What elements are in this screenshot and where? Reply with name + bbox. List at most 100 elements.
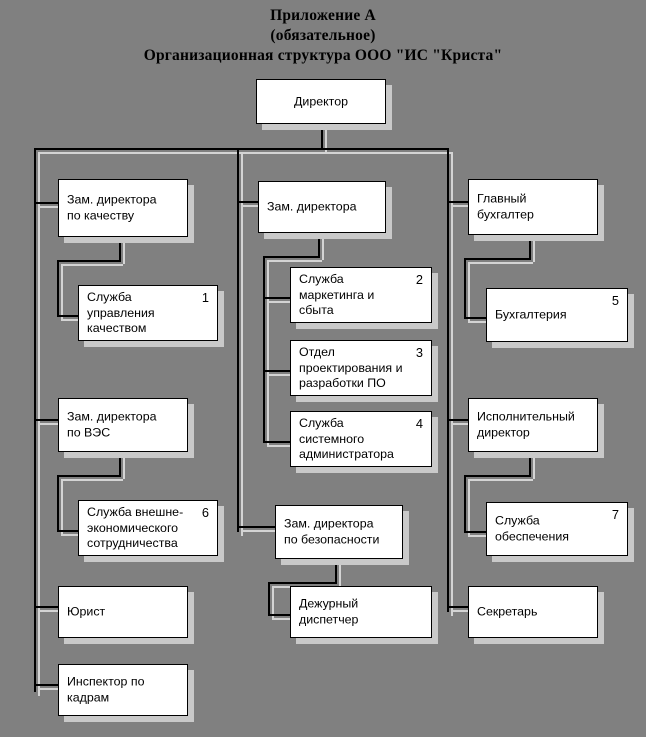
elbow-dep-security-spine-light xyxy=(272,586,274,618)
title-line-appendix: Приложение А xyxy=(270,7,376,24)
node-label: Зам. директора xyxy=(267,199,357,214)
node-label: Зам. директора по качеству xyxy=(67,192,157,223)
stub-lawyer-dark xyxy=(34,606,60,608)
elbow-dep-quality-spine-dark xyxy=(57,260,59,317)
node-number-badge: 4 xyxy=(415,416,423,431)
node-body xyxy=(275,505,403,559)
node-label: Исполнительный директор xyxy=(477,409,575,440)
director-drop-dark xyxy=(321,124,323,148)
org-node-exec-director[interactable]: Исполнительный директор xyxy=(468,398,604,458)
org-node-accounting[interactable]: Бухгалтерия 5 xyxy=(486,288,634,348)
node-number-badge: 2 xyxy=(415,272,423,287)
node-body xyxy=(78,500,218,556)
stub-dep-security-light xyxy=(241,530,279,532)
elbow-dep-security-spine-dark xyxy=(268,582,270,616)
node-label: Зам. директора по ВЭС xyxy=(67,409,157,440)
elbow-exec-director-stem-dark xyxy=(529,452,531,475)
node-body xyxy=(486,502,628,556)
stub-dep-ves-light xyxy=(38,423,62,425)
org-node-dep-software[interactable]: Отдел проектирования и разработки ПО 3 xyxy=(290,340,438,402)
node-label: Зам. директора по безопасности xyxy=(284,516,380,547)
elbow-svc-quality-arm-light xyxy=(61,319,82,321)
node-body xyxy=(468,586,598,638)
title-line-mandatory: (обязательное) xyxy=(270,27,376,44)
elbow-dep-quality-stem-light xyxy=(123,243,125,264)
stub-hr-inspector-dark xyxy=(34,684,60,686)
stub-hr-inspector-light xyxy=(38,688,62,690)
org-node-dep-ves[interactable]: Зам. директора по ВЭС xyxy=(58,398,194,458)
elbow-exec-director-knee-dark xyxy=(464,475,531,477)
stub-secretary-light xyxy=(451,610,472,612)
elbow-svc-sysadmin-arm-dark xyxy=(263,441,292,443)
node-label: Бухгалтерия xyxy=(495,307,567,322)
node-number-badge: 3 xyxy=(415,345,423,360)
elbow-chief-account-spine-dark xyxy=(464,258,466,319)
elbow-chief-account-spine-light xyxy=(468,262,470,321)
org-node-svc-marketing[interactable]: Служба маркетинга и сбыта 2 xyxy=(290,267,438,329)
node-body xyxy=(468,398,598,452)
node-number-badge: 5 xyxy=(611,293,619,308)
org-node-svc-sysadmin[interactable]: Служба системного администратора 4 xyxy=(290,411,438,473)
trunk-middle-light xyxy=(241,152,243,536)
stub-chief-account-light xyxy=(451,205,472,207)
elbow-svc-ves-arm-light xyxy=(61,534,82,536)
elbow-chief-account-knee-light xyxy=(468,262,533,264)
page-title: Приложение А (обязательное) Организацион… xyxy=(0,6,646,66)
node-body xyxy=(486,288,628,342)
node-body xyxy=(290,340,432,396)
elbow-dep-quality-stem-dark xyxy=(119,237,121,260)
elbow-dep-software-arm-dark xyxy=(263,370,292,372)
org-node-dispatcher[interactable]: Дежурный диспетчер xyxy=(290,586,438,644)
elbow-dep-ves-stem-dark xyxy=(119,452,121,475)
stub-lawyer-light xyxy=(38,610,62,612)
elbow-svc-sysadmin-arm-light xyxy=(267,445,294,447)
elbow-dep-software-arm-light xyxy=(267,374,294,376)
node-body xyxy=(258,181,386,233)
elbow-exec-director-stem-light xyxy=(533,458,535,479)
node-label: Служба системного администратора xyxy=(299,415,394,461)
org-node-chief-account[interactable]: Главный бухгалтер xyxy=(468,179,604,241)
elbow-dep-security-stem-light xyxy=(339,565,341,586)
trunk-right-light xyxy=(451,152,453,616)
elbow-dep-ves-knee-light xyxy=(61,479,123,481)
org-node-director[interactable]: Директор xyxy=(256,79,392,130)
elbow-chief-account-knee-dark xyxy=(464,258,531,260)
elbow-svc-marketing-arm-light xyxy=(267,301,294,303)
org-node-secretary[interactable]: Секретарь xyxy=(468,586,604,644)
elbow-exec-director-knee-light xyxy=(468,479,533,481)
node-label: Отдел проектирования и разработки ПО xyxy=(299,344,403,390)
stub-chief-account-dark xyxy=(447,201,470,203)
org-node-lawyer[interactable]: Юрист xyxy=(58,586,194,644)
elbow-dep-ves-knee-dark xyxy=(57,475,121,477)
node-label: Служба обеспечения xyxy=(495,513,569,544)
node-body xyxy=(290,411,432,467)
node-label: Служба управления качеством xyxy=(87,289,155,335)
elbow-dep-general-knee-light xyxy=(267,260,322,262)
elbow-dep-ves-spine-light xyxy=(61,479,63,534)
stub-dep-security-dark xyxy=(237,526,277,528)
node-label: Юрист xyxy=(67,604,106,619)
org-node-svc-ves[interactable]: Служба внешне- экономического сотрудниче… xyxy=(78,500,224,562)
elbow-dep-quality-knee-light xyxy=(61,264,123,266)
node-body xyxy=(58,398,188,452)
node-body xyxy=(290,267,432,323)
org-node-dep-quality[interactable]: Зам. директора по качеству xyxy=(58,179,194,243)
node-body xyxy=(256,79,386,124)
org-node-dep-general[interactable]: Зам. директора xyxy=(258,181,392,239)
node-label: Секретарь xyxy=(477,604,538,619)
elbow-dispatcher-arm-light xyxy=(272,618,294,620)
org-node-hr-inspector[interactable]: Инспектор по кадрам xyxy=(58,664,194,722)
elbow-dispatcher-arm-dark xyxy=(268,614,292,616)
elbow-dep-general-stem-dark xyxy=(318,233,320,256)
elbow-svc-support-arm-light xyxy=(468,535,490,537)
stub-exec-director-light xyxy=(451,423,472,425)
stub-dep-quality-light xyxy=(38,206,62,208)
node-body xyxy=(58,586,188,638)
node-label: Служба маркетинга и сбыта xyxy=(299,271,375,317)
node-number-badge: 6 xyxy=(201,505,209,520)
node-body xyxy=(290,586,432,638)
org-node-dep-security[interactable]: Зам. директора по безопасности xyxy=(275,505,409,565)
